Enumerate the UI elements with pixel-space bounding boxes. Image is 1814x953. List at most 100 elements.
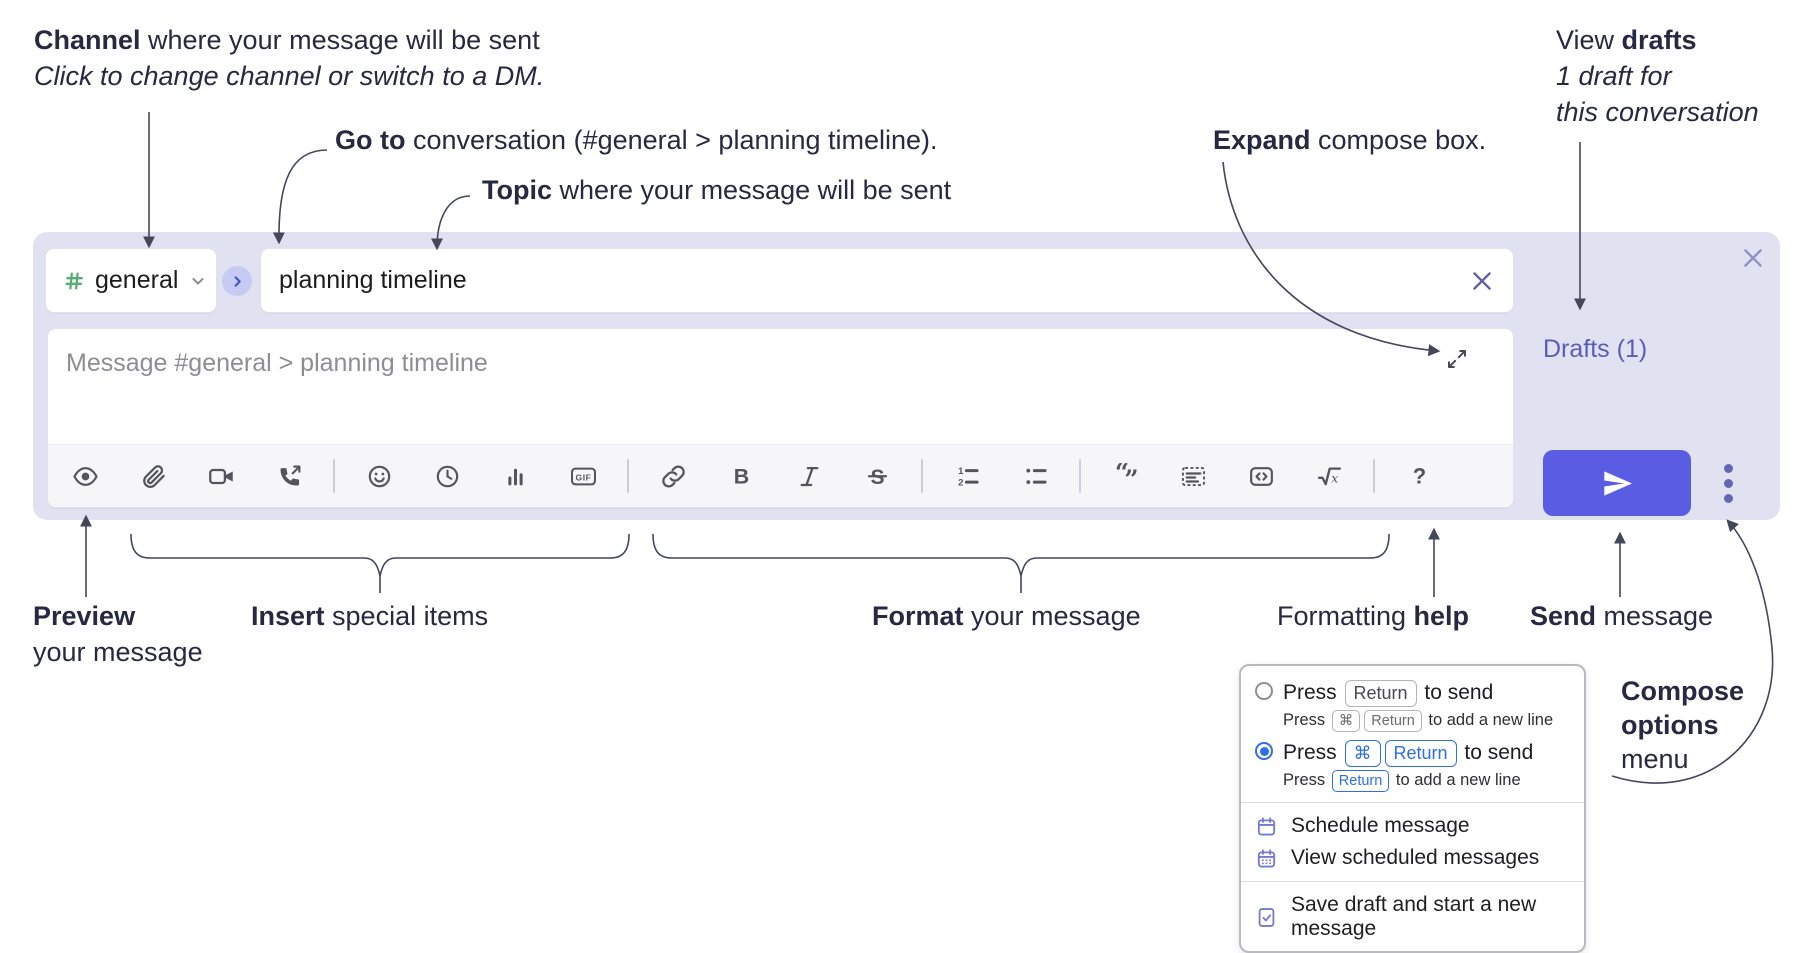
code-block-icon <box>1180 463 1207 490</box>
format-label: Format your message <box>872 598 1141 634</box>
channel-annotation-bold: Channel <box>34 25 141 55</box>
dot <box>1723 463 1733 473</box>
compose-options-line1: Compose <box>1621 676 1745 706</box>
return-key: Return <box>1331 770 1390 792</box>
clear-topic-icon[interactable] <box>1469 268 1495 294</box>
gif-button[interactable] <box>559 452 607 500</box>
insert-brace <box>130 533 630 593</box>
italic-icon <box>796 463 823 490</box>
chevron-right-icon <box>228 272 247 291</box>
blockquote-button[interactable] <box>1101 452 1149 500</box>
workflow-button[interactable] <box>491 452 539 500</box>
formatting-help-pre: Formatting <box>1277 601 1414 631</box>
toolbar-divider <box>627 459 629 493</box>
insert-label-rest: special items <box>324 601 489 631</box>
formatting-toolbar <box>48 444 1513 507</box>
italic-button[interactable] <box>785 452 833 500</box>
send-label: Send message <box>1530 598 1713 634</box>
compose-options-line2: options <box>1621 710 1719 740</box>
topic-annotation-bold: Topic <box>482 175 552 205</box>
bar-chart-icon <box>502 463 529 490</box>
message-placeholder: Message #general > planning timeline <box>66 349 488 377</box>
schedule-button[interactable] <box>423 452 471 500</box>
radio-unselected[interactable] <box>1255 682 1273 700</box>
drafts-link[interactable]: Drafts (1) <box>1543 335 1648 363</box>
goto-conversation-button[interactable] <box>222 266 252 296</box>
cmd-key: ⌘ <box>1331 710 1361 732</box>
goto-annotation: Go to conversation (#general > planning … <box>335 122 938 158</box>
toolbar-divider <box>1079 459 1081 493</box>
formula-button[interactable] <box>1305 452 1353 500</box>
expand-annotation: Expand compose box. <box>1213 122 1486 158</box>
help-icon <box>1406 463 1433 490</box>
expand-compose-icon[interactable] <box>1445 347 1469 371</box>
record-audio-button[interactable] <box>265 452 313 500</box>
emoji-button[interactable] <box>355 452 403 500</box>
bulleted-list-icon <box>1022 463 1049 490</box>
view-drafts-pre: View <box>1556 25 1622 55</box>
topic-annotation: Topic where your message will be sent <box>482 172 951 208</box>
return-key: Return <box>1344 680 1417 707</box>
option-cmd-return-to-send[interactable]: Press ⌘Return to send Press Return to ad… <box>1241 735 1584 795</box>
toolbar-divider <box>333 459 335 493</box>
expand-annotation-bold: Expand <box>1213 125 1311 155</box>
formatting-help-button[interactable] <box>1395 452 1443 500</box>
save-draft-item[interactable]: Save draft and start a new message <box>1241 889 1584 945</box>
view-drafts-line3: this conversation <box>1556 97 1759 127</box>
view-drafts-annotation: View drafts 1 draft for this conversatio… <box>1556 22 1759 130</box>
record-video-button[interactable] <box>197 452 245 500</box>
view-drafts-bold: drafts <box>1621 25 1697 55</box>
option-return-to-send[interactable]: Press Return to send Press ⌘Return to ad… <box>1241 675 1584 735</box>
hash-icon <box>62 269 86 293</box>
calendar-dots-icon <box>1255 847 1278 870</box>
clock-icon <box>434 463 461 490</box>
bold-button[interactable] <box>717 452 765 500</box>
doc-check-icon <box>1255 906 1278 929</box>
goto-arrow <box>272 149 328 245</box>
view-scheduled-item[interactable]: View scheduled messages <box>1241 842 1584 874</box>
channel-annotation-rest: where your message will be sent <box>140 25 540 55</box>
radio-selected[interactable] <box>1255 742 1273 760</box>
formula-icon <box>1316 463 1343 490</box>
strikethrough-icon <box>864 463 891 490</box>
insert-label: Insert special items <box>251 598 488 634</box>
message-input[interactable]: Message #general > planning timeline <box>47 328 1514 508</box>
code-block-button[interactable] <box>1169 452 1217 500</box>
eye-icon <box>72 463 99 490</box>
channel-selector[interactable]: general <box>45 248 217 313</box>
send-plane-icon <box>1601 467 1634 500</box>
code-button[interactable] <box>1237 452 1285 500</box>
topic-input[interactable]: planning timeline <box>260 248 1514 313</box>
return-key: Return <box>1384 740 1457 767</box>
calendar-icon <box>1255 815 1278 838</box>
strikethrough-button[interactable] <box>853 452 901 500</box>
close-icon[interactable] <box>1740 245 1766 271</box>
opt2-sub-after: to add a new line <box>1395 771 1521 789</box>
format-label-bold: Format <box>872 601 964 631</box>
send-label-bold: Send <box>1530 601 1597 631</box>
schedule-message-item[interactable]: Schedule message <box>1241 810 1584 842</box>
opt2-after: to send <box>1464 741 1534 764</box>
bulleted-list-button[interactable] <box>1011 452 1059 500</box>
paperclip-icon <box>140 463 167 490</box>
view-scheduled-label: View scheduled messages <box>1291 846 1540 869</box>
opt2-press: Press <box>1283 741 1337 764</box>
send-button[interactable] <box>1543 450 1691 516</box>
toolbar-divider <box>921 459 923 493</box>
ordered-list-button[interactable] <box>943 452 991 500</box>
phone-icon <box>276 463 303 490</box>
send-label-rest: message <box>1596 601 1714 631</box>
compose-options-button[interactable] <box>1717 457 1739 509</box>
dot <box>1723 478 1733 488</box>
smiley-icon <box>366 463 393 490</box>
chevron-down-icon <box>187 270 209 292</box>
save-draft-label: Save draft and start a new message <box>1291 893 1537 940</box>
attach-file-button[interactable] <box>129 452 177 500</box>
toolbar-divider <box>1373 459 1375 493</box>
compose-options-line3: menu <box>1621 744 1689 774</box>
link-button[interactable] <box>649 452 697 500</box>
preview-message-button[interactable] <box>61 452 109 500</box>
return-key: Return <box>1364 710 1422 732</box>
opt1-after: to send <box>1424 681 1494 704</box>
schedule-message-label: Schedule message <box>1291 814 1470 837</box>
